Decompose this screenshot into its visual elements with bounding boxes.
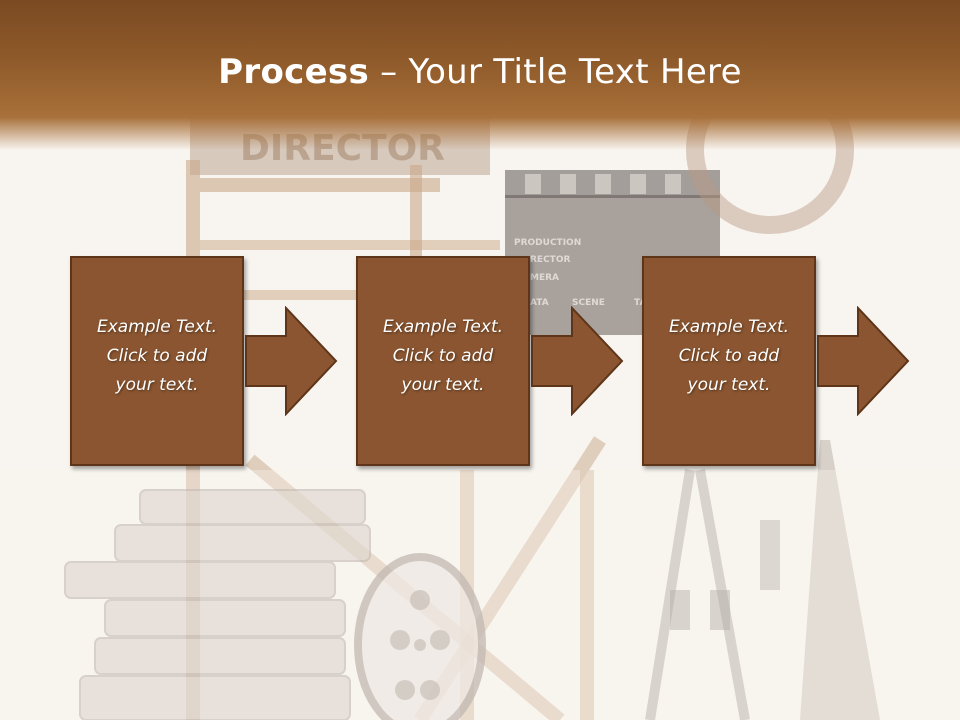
step-3-textbox[interactable]: Example Text. Click to add your text. (642, 256, 816, 466)
step-2-arrow-icon (531, 306, 624, 416)
slide-title[interactable]: Process – Your Title Text Here (0, 52, 960, 92)
title-bold: Process (218, 52, 370, 92)
clapper-production: PRODUCTION (514, 238, 581, 248)
step-1-textbox[interactable]: Example Text. Click to add your text. (70, 256, 244, 466)
step-3-line-3: your text. (687, 374, 771, 395)
step-2-line-1: Example Text. (382, 316, 504, 337)
step-1-line-3: your text. (115, 374, 199, 395)
step-2-line-3: your text. (401, 374, 485, 395)
step-3-arrow-icon (817, 306, 910, 416)
step-2-textbox[interactable]: Example Text. Click to add your text. (356, 256, 530, 466)
clapper-scene: SCENE (572, 298, 605, 308)
clapper-take: TA (634, 298, 646, 308)
step-1-line-2: Click to add (106, 345, 208, 366)
clapper-data: ATA (530, 298, 549, 308)
title-band (0, 0, 960, 150)
step-3-line-1: Example Text. (668, 316, 790, 337)
clapper-camera: MERA (530, 273, 559, 283)
process-step-3: Example Text. Click to add your text. (642, 256, 816, 466)
clapper-director: RECTOR (530, 255, 570, 265)
title-rest: – Your Title Text Here (369, 52, 742, 92)
step-3-line-2: Click to add (678, 345, 780, 366)
step-1-arrow-icon (245, 306, 338, 416)
process-step-2: Example Text. Click to add your text. (356, 256, 530, 466)
step-2-line-2: Click to add (392, 345, 494, 366)
process-step-1: Example Text. Click to add your text. (70, 256, 244, 466)
step-1-line-1: Example Text. (96, 316, 218, 337)
